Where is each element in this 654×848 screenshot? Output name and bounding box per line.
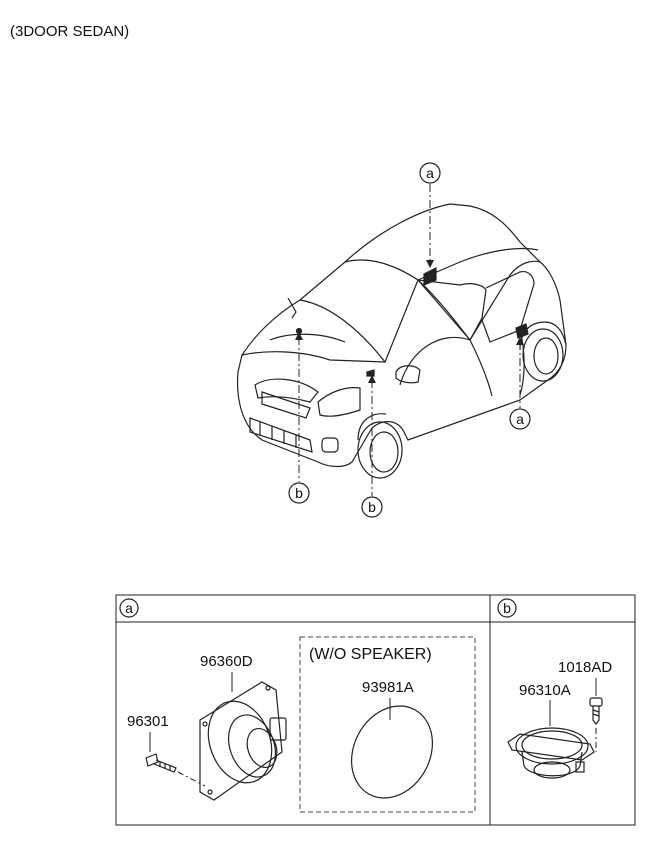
screw-shape bbox=[145, 753, 177, 773]
svg-text:a: a bbox=[516, 411, 524, 427]
car-illustration bbox=[236, 203, 567, 479]
svg-text:a: a bbox=[426, 165, 434, 181]
part-number-96301: 96301 bbox=[127, 713, 169, 730]
leader-lines bbox=[298, 184, 521, 496]
bolt-shape bbox=[589, 697, 603, 725]
part-number-93981A: 93981A bbox=[362, 679, 414, 696]
leader-arrowheads bbox=[295, 260, 524, 383]
callout-front-b-right: b bbox=[361, 496, 383, 518]
option-box-label: (W/O SPEAKER) bbox=[309, 646, 432, 663]
variant-title: (3DOOR SEDAN) bbox=[10, 23, 130, 40]
section-a-marker: a bbox=[119, 598, 139, 618]
rear-speaker-mark bbox=[515, 323, 529, 339]
roof-speaker-mark bbox=[423, 267, 437, 286]
speaker-cover-shape bbox=[350, 705, 434, 799]
svg-text:b: b bbox=[295, 485, 303, 501]
svg-text:a: a bbox=[125, 600, 133, 616]
option-box bbox=[299, 636, 476, 813]
callout-front-b-left: b bbox=[288, 482, 310, 504]
part-number-96310A: 96310A bbox=[519, 682, 571, 699]
part-number-1018AD: 1018AD bbox=[558, 659, 612, 676]
door-speaker-shape bbox=[199, 681, 287, 801]
svg-text:b: b bbox=[503, 600, 511, 616]
parts-table bbox=[115, 594, 636, 826]
section-b-marker: b bbox=[497, 598, 517, 618]
part-number-96360D: 96360D bbox=[200, 653, 253, 670]
callout-roof-a: a bbox=[419, 162, 441, 184]
callout-rear-a: a bbox=[509, 408, 531, 430]
svg-text:b: b bbox=[368, 499, 376, 515]
tweeter-shape bbox=[507, 727, 595, 779]
tweeter-right-mark bbox=[366, 369, 375, 377]
